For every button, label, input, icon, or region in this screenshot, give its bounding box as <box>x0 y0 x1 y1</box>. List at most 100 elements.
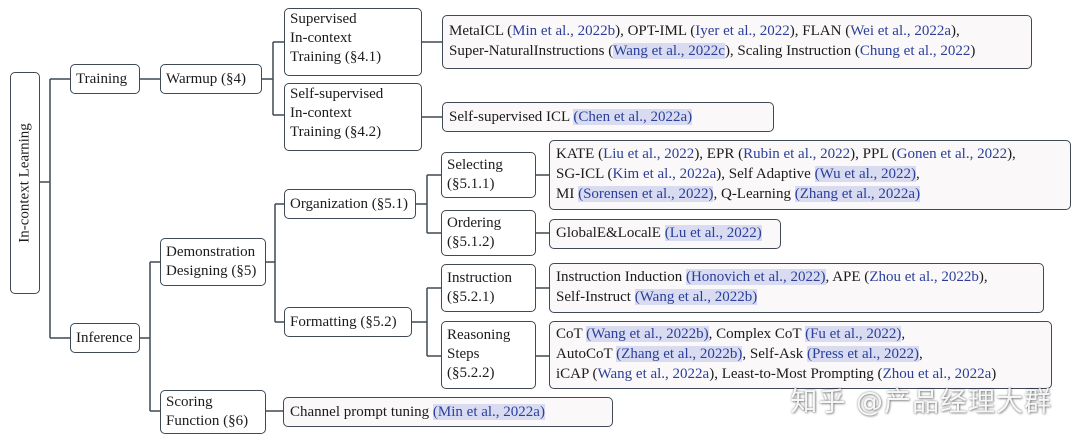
root-label: In-context Learning <box>16 123 33 243</box>
leaf-scoring-methods: Channel prompt tuning (Min et al., 2022a… <box>283 397 613 427</box>
leaf-line: SG-ICL (Kim et al., 2022a), Self Adaptiv… <box>556 164 1064 184</box>
leaf-line: iCAP (Wang et al., 2022a), Least-to-Most… <box>556 364 1045 384</box>
citation-text: (Zhang et al., 2022b) <box>616 346 743 362</box>
node-supervised-icl: Supervised In-context Training (§4.1) <box>284 8 422 76</box>
leaf-line: Super-NaturalInstructions (Wang et al., … <box>449 41 1025 61</box>
node-ordering: Ordering (§5.1.2) <box>441 210 536 256</box>
citation-text: Rubin et al., 2022 <box>743 146 851 162</box>
node-label-line: In-context <box>290 30 352 46</box>
leaf-reasoning-methods: CoT (Wang et al., 2022b), Complex CoT (F… <box>549 321 1052 389</box>
node-demonstration-designing: Demonstration Designing (§5) <box>160 238 266 286</box>
leaf-ordering-methods: GlobalE&LocalE (Lu et al., 2022) <box>549 219 781 249</box>
leaf-selecting-methods: KATE (Liu et al., 2022), EPR (Rubin et a… <box>549 140 1071 210</box>
method-text: ), Least-to-Most Prompting ( <box>709 366 883 382</box>
method-text: , Self-Ask <box>742 346 807 362</box>
citation-text: (Wang et al., 2022b) <box>586 326 709 342</box>
method-text: SG-ICL ( <box>556 166 613 182</box>
node-training: Training <box>70 64 140 94</box>
node-label-line: In-context <box>290 105 352 121</box>
node-label-line: (§5.2.2) <box>447 365 495 381</box>
node-scoring-function: Scoring Function (§6) <box>160 390 266 434</box>
node-label-line: Instruction <box>447 270 512 286</box>
citation-text: Min et al., 2022b <box>512 23 616 39</box>
node-label-line: Designing (§5) <box>166 263 257 279</box>
method-text: , <box>901 326 906 342</box>
root-node: In-context Learning <box>10 72 40 294</box>
citation-text: Zhou et al., 2022b <box>869 269 979 285</box>
citation-text: (Wang et al., 2022b) <box>634 289 758 305</box>
node-formatting-label: Formatting (§5.2) <box>290 313 397 330</box>
node-instruction: Instruction (§5.2.1) <box>441 264 536 312</box>
node-reasoning-steps: Reasoning Steps (§5.2.2) <box>441 321 536 389</box>
citation-text: Wang et al., 2022c <box>613 43 725 59</box>
watermark: 知乎 @产品经理大群 <box>790 387 1052 418</box>
node-label-line: Selecting <box>447 157 503 173</box>
citation-text: Chung et al., 2022 <box>859 43 971 59</box>
method-text: , Q-Learning <box>713 186 795 202</box>
node-label-line: Reasoning <box>447 327 511 343</box>
leaf-self-supervised-methods: Self-supervised ICL (Chen et al., 2022a) <box>442 102 774 132</box>
citation-text: Gonen et al., 2022 <box>896 146 1008 162</box>
method-text: , <box>916 166 920 182</box>
method-text: , Complex CoT <box>708 326 806 342</box>
citation-text: (Wu et al., 2022) <box>814 166 917 182</box>
leaf-line: Instruction Induction (Honovich et al., … <box>556 267 1037 287</box>
method-text: ), OPT-IML ( <box>615 23 696 39</box>
node-label-line: Training (§4.2) <box>290 124 382 140</box>
citation-text: Iyer et al., 2022 <box>695 23 790 39</box>
node-selecting: Selecting (§5.1.1) <box>441 152 536 198</box>
citation-text: Wang et al., 2022a <box>597 366 710 382</box>
node-label-line: Function (§6) <box>166 413 249 429</box>
leaf-line: GlobalE&LocalE (Lu et al., 2022) <box>556 223 774 243</box>
citation-text: (Press et al., 2022) <box>806 346 920 362</box>
citation-text: (Zhang et al., 2022a) <box>794 186 921 202</box>
citation-text: (Fu et al., 2022) <box>805 326 902 342</box>
node-label-line: Demonstration <box>166 244 256 260</box>
leaf-line: Self-supervised ICL (Chen et al., 2022a) <box>449 107 767 127</box>
node-label-line: Steps <box>447 346 480 362</box>
node-training-label: Training <box>76 70 128 87</box>
node-label-line: (§5.1.2) <box>447 234 495 250</box>
method-text: Self-Instruct <box>556 289 635 305</box>
node-warmup: Warmup (§4) <box>160 64 262 94</box>
leaf-instruction-methods: Instruction Induction (Honovich et al., … <box>549 263 1044 313</box>
leaf-line: MI (Sorensen et al., 2022), Q-Learning (… <box>556 184 1064 204</box>
method-text: MetaICL ( <box>449 23 513 39</box>
node-warmup-label: Warmup (§4) <box>166 70 247 87</box>
leaf-line: CoT (Wang et al., 2022b), Complex CoT (F… <box>556 324 1045 344</box>
method-text: ), FLAN ( <box>789 23 851 39</box>
node-label-line: Training (§4.1) <box>290 49 382 65</box>
method-text: ), <box>978 269 988 285</box>
method-text: Instruction Induction <box>556 269 686 285</box>
node-inference-label: Inference <box>76 329 133 346</box>
node-label-line: Scoring <box>166 394 213 410</box>
method-text: ), PPL ( <box>850 146 897 162</box>
citation-text: (Sorensen et al., 2022) <box>578 186 714 202</box>
method-text: ) <box>991 366 997 382</box>
node-organization: Organization (§5.1) <box>284 189 416 219</box>
citation-text: Zhou et al., 2022a <box>882 366 992 382</box>
citation-text: (Lu et al., 2022) <box>664 225 762 241</box>
method-text: iCAP ( <box>556 366 598 382</box>
citation-text: Wei et al., 2022a <box>850 23 952 39</box>
citation-text: (Min et al., 2022a) <box>432 404 545 420</box>
method-text: GlobalE&LocalE <box>556 225 665 241</box>
leaf-line: AutoCoT (Zhang et al., 2022b), Self-Ask … <box>556 344 1045 364</box>
node-organization-label: Organization (§5.1) <box>290 195 409 212</box>
method-text: CoT <box>556 326 587 342</box>
method-text: Channel prompt tuning <box>290 404 433 420</box>
node-label-line: Ordering <box>447 215 502 231</box>
method-text: Self-supervised ICL <box>449 109 574 125</box>
leaf-line: Channel prompt tuning (Min et al., 2022a… <box>290 402 606 422</box>
method-text: , <box>919 346 923 362</box>
method-text: KATE ( <box>556 146 604 162</box>
node-inference: Inference <box>70 323 140 353</box>
leaf-line: Self-Instruct (Wang et al., 2022b) <box>556 287 1037 307</box>
method-text: ), Self Adaptive <box>716 166 815 182</box>
citation-text: Liu et al., 2022 <box>603 146 695 162</box>
leaf-line: MetaICL (Min et al., 2022b), OPT-IML (Iy… <box>449 21 1025 41</box>
citation-text: (Honovich et al., 2022) <box>685 269 826 285</box>
leaf-line: KATE (Liu et al., 2022), EPR (Rubin et a… <box>556 144 1064 164</box>
method-text: ), <box>951 23 960 39</box>
citation-text: (Chen et al., 2022a) <box>573 109 693 125</box>
